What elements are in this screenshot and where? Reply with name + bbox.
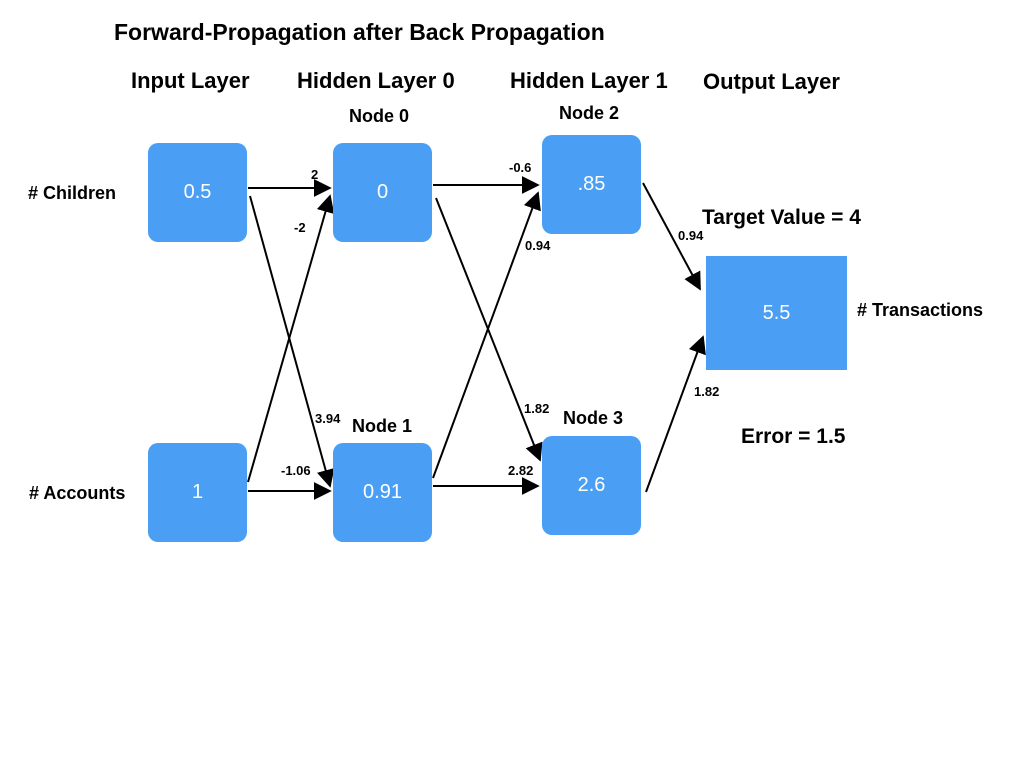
target-value: Target Value = 4 — [702, 206, 861, 229]
diagram-title: Forward-Propagation after Back Propagati… — [114, 19, 605, 45]
output-node: 5.5 — [706, 256, 847, 370]
input-layer-heading: Input Layer — [131, 68, 250, 93]
weight-node0-node3: 1.82 — [524, 401, 550, 416]
edge-node3-output — [645, 335, 706, 493]
output-label: # Transactions — [857, 300, 984, 320]
node-2-label: Node 2 — [559, 103, 620, 123]
hidden-node-1: 0.91 — [333, 443, 432, 542]
edge-node0-node3 — [435, 197, 543, 462]
node-1-label: Node 1 — [352, 416, 413, 436]
weight-node1-node3: 2.82 — [508, 463, 534, 478]
error-value: Error = 1.5 — [741, 425, 846, 448]
input-label-accounts: # Accounts — [29, 483, 126, 503]
weight-children-node1: 3.94 — [315, 411, 341, 426]
weight-node2-output: 0.94 — [678, 228, 704, 243]
edge-children-node1 — [249, 195, 335, 488]
hidden-layer-1-heading: Hidden Layer 1 — [510, 68, 668, 93]
edge-node2-output — [642, 182, 701, 291]
input-label-children: # Children — [28, 183, 117, 203]
weight-children-node0: 2 — [311, 167, 319, 182]
weight-accounts-node0: -2 — [294, 220, 306, 235]
node-3-label: Node 3 — [563, 408, 624, 428]
hidden-node-0: 0 — [333, 143, 432, 242]
input-node-accounts: 1 — [148, 443, 247, 542]
weight-node1-node2: 0.94 — [525, 238, 551, 253]
hidden-layer-0-heading: Hidden Layer 0 — [297, 68, 455, 93]
edge-node1-node2 — [432, 191, 541, 479]
hidden-node-3: 2.6 — [542, 436, 641, 535]
weight-accounts-node1: -1.06 — [281, 463, 311, 478]
output-layer-heading: Output Layer — [703, 69, 840, 94]
node-0-label: Node 0 — [349, 106, 410, 126]
weight-node3-output: 1.82 — [694, 384, 720, 399]
hidden-node-2: .85 — [542, 135, 641, 234]
weight-node0-node2: -0.6 — [509, 160, 532, 175]
input-node-children: 0.5 — [148, 143, 247, 242]
